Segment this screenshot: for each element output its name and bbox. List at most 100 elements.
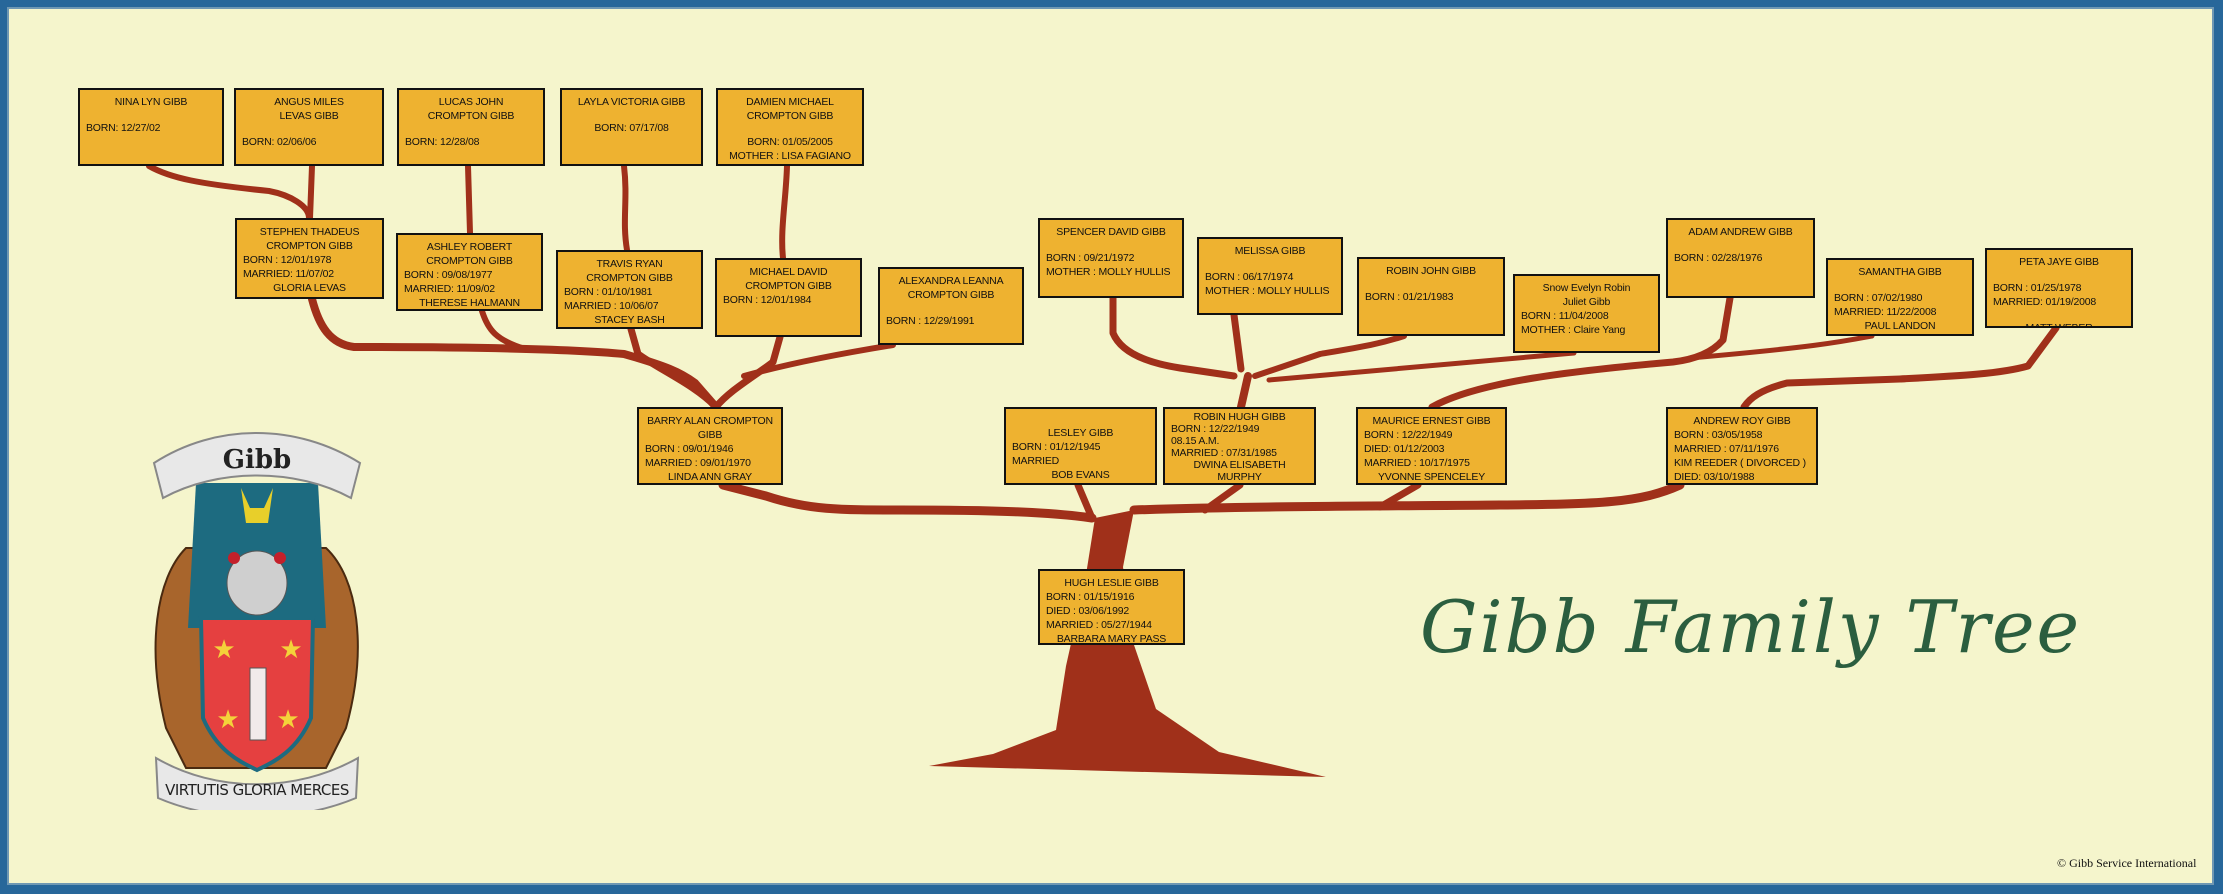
person-detail: BORN : 01/10/1981 [564, 286, 653, 298]
svg-text:★: ★ [276, 705, 299, 735]
person-detail: DIED: 01/12/2003 [1364, 443, 1445, 455]
branch [1376, 481, 1422, 511]
person-name: Snow Evelyn Robin [1542, 282, 1631, 294]
branch [146, 163, 312, 221]
person-detail: CROMPTON GIBB [745, 280, 832, 292]
person-name: ANDREW ROY GIBB [1693, 415, 1791, 427]
person-detail: BORN: 12/28/08 [405, 136, 480, 148]
person-detail: MARRIED : 09/01/1970 [645, 457, 751, 469]
person-detail: BORN : 12/01/1978 [243, 254, 332, 266]
branch [1740, 324, 2060, 411]
branch [779, 163, 790, 261]
copyright-notice: © Gibb Service International [2057, 856, 2197, 870]
gibb-family-crest: Gibb ★★★★ VIRTUTIS GLORIA MERCES [152, 432, 362, 810]
person-detail: CROMPTON GIBB [746, 110, 834, 122]
person-detail: MARRIED: 11/22/2008 [1834, 306, 1937, 318]
person-detail: BORN : 12/01/1984 [723, 294, 812, 306]
person-detail: BORN : 01/21/1983 [1365, 291, 1454, 303]
person-detail: BOB EVANS [1051, 469, 1110, 481]
person-name: BARRY ALAN CROMPTON [647, 415, 773, 427]
branch [1074, 481, 1096, 522]
person-detail: DIED : 03/06/1992 [1046, 605, 1129, 617]
person-detail: PAUL LANDON [1864, 320, 1936, 332]
person-detail: MARRIED : 07/31/1985 [1171, 447, 1277, 459]
branch [627, 325, 720, 411]
person-detail: 08.15 A.M. [1171, 435, 1220, 447]
person-detail: YVONNE SPENCELEY [1377, 471, 1486, 483]
person-detail: MOTHER : MOLLY HULLIS [1205, 285, 1330, 297]
branch [465, 163, 473, 236]
person-name: TRAVIS RYAN [596, 258, 663, 270]
person-detail: MARRIED : 07/11/1976 [1674, 443, 1779, 455]
person-detail: BORN : 09/08/1977 [404, 269, 493, 281]
person-name: LUCAS JOHN [438, 96, 504, 108]
person-name: MAURICE ERNEST GIBB [1372, 415, 1491, 427]
person-detail: BORN : 01/15/1916 [1046, 591, 1135, 603]
person-name: STEPHEN THADEUS [259, 226, 360, 238]
person-name: NINA LYN GIBB [114, 96, 188, 108]
person-name: SPENCER DAVID GIBB [1056, 226, 1166, 238]
person-detail: BORN : 07/02/1980 [1834, 292, 1923, 304]
svg-text:Gibb: Gibb [223, 445, 291, 475]
person-detail: BORN : 12/29/1991 [886, 315, 975, 327]
person-detail: LINDA ANN GRAY [668, 471, 752, 483]
person-detail: MARRIED: 01/19/2008 [1993, 296, 2097, 308]
person-detail: THERESE HALMANN [419, 297, 520, 309]
person-detail: STACEY BASH [594, 314, 665, 326]
person-detail: MOTHER : Claire Yang [1521, 324, 1626, 336]
person-detail: BORN : 12/22/1949 [1364, 429, 1453, 441]
branch [308, 295, 720, 411]
person-detail: BORN : 03/05/1958 [1674, 429, 1763, 441]
person-detail: KIM REEDER ( DIVORCED ) [1674, 457, 1806, 469]
person-detail: MARRIED : 05/27/1944 [1046, 619, 1152, 631]
person-name: ROBIN HUGH GIBB [1193, 411, 1286, 423]
branch [1237, 372, 1252, 411]
branch [741, 342, 896, 379]
person-detail: CROMPTON GIBB [586, 272, 673, 284]
svg-text:★: ★ [279, 635, 302, 665]
branch [621, 163, 630, 253]
person-detail: MARRIED : 10/17/1975 [1364, 457, 1470, 469]
person-detail: MOTHER : MOLLY HULLIS [1046, 266, 1171, 278]
person-name: LESLEY GIBB [1047, 427, 1114, 439]
person-detail: BORN : 12/22/1949 [1171, 423, 1260, 435]
person-detail: BORN : 02/28/1976 [1674, 252, 1763, 264]
person-detail: CROMPTON GIBB [427, 110, 515, 122]
person-name: ANGUS MILES [274, 96, 344, 108]
person-detail: BORN: 07/17/08 [594, 122, 669, 134]
person-detail: MURPHY [1217, 471, 1262, 483]
person-detail: BORN : 06/17/1974 [1205, 271, 1294, 283]
person-name: ASHLEY ROBERT [426, 241, 513, 253]
branch [479, 308, 528, 352]
person-detail: DWINA ELISABETH [1193, 459, 1286, 471]
person-detail: CROMPTON GIBB [426, 255, 513, 267]
person-detail: BORN : 11/04/2008 [1521, 310, 1609, 322]
branch [1230, 311, 1245, 373]
page-title: Gibb Family Tree [1420, 585, 2082, 669]
person-name: SAMANTHA GIBB [1858, 266, 1942, 278]
person-detail: MARRIED: 11/09/02 [404, 283, 495, 295]
person-detail: CROMPTON GIBB [907, 289, 995, 301]
person-detail: LEVAS GIBB [279, 110, 339, 122]
person-name: DAMIEN MICHAEL [746, 96, 834, 108]
person-detail: BORN : 09/21/1972 [1046, 252, 1135, 264]
person-detail: GLORIA LEVAS [273, 282, 346, 294]
svg-text:★: ★ [212, 635, 235, 665]
person-detail: MARRIED: 11/07/02 [243, 268, 334, 280]
